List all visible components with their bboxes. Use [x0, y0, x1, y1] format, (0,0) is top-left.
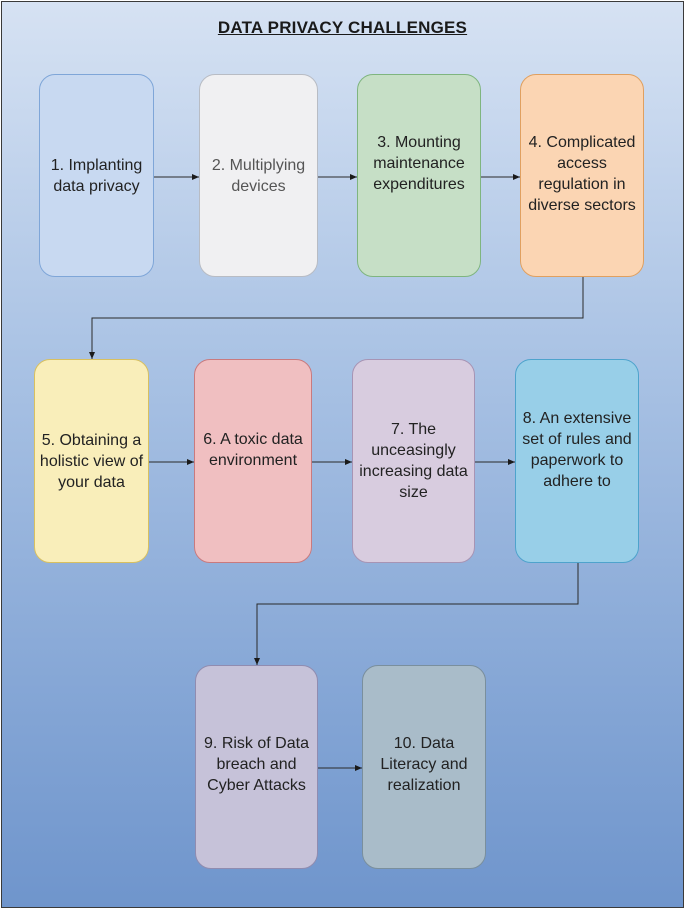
step-10-label: 10. Data Literacy and realization [380, 734, 468, 794]
diagram-title: DATA PRIVACY CHALLENGES [217, 18, 468, 37]
step-6-box: 6. A toxic data environment [194, 359, 312, 563]
step-5-box: 5. Obtaining a holistic view of your dat… [34, 359, 149, 563]
step-4-label: 4. Complicated access regulation in dive… [528, 133, 636, 214]
step-3-label: 3. Mounting maintenance expenditures [373, 134, 465, 193]
step-9-box: 9. Risk of Data breach and Cyber Attacks [195, 665, 318, 869]
step-6-label: 6. A toxic data environment [203, 431, 303, 469]
arrow-4-to-5 [89, 277, 584, 359]
step-7-label: 7. The unceasingly increasing data size [359, 421, 468, 501]
step-1-box: 1. Implanting data privacy [39, 74, 154, 277]
step-7-box: 7. The unceasingly increasing data size [352, 359, 475, 563]
step-3-box: 3. Mounting maintenance expenditures [357, 74, 481, 277]
step-1-label: 1. Implanting data privacy [50, 156, 143, 195]
step-9-label: 9. Risk of Data breach and Cyber Attacks [204, 734, 309, 794]
step-4-box: 4. Complicated access regulation in dive… [520, 74, 644, 277]
step-8-box: 8. An extensive set of rules and paperwo… [515, 359, 639, 563]
arrow-8-to-9 [254, 563, 579, 665]
step-8-label: 8. An extensive set of rules and paperwo… [522, 410, 632, 490]
step-2-box: 2. Multiplying devices [199, 74, 318, 277]
step-10-box: 10. Data Literacy and realization [362, 665, 486, 869]
step-2-label: 2. Multiplying devices [211, 156, 306, 195]
step-5-label: 5. Obtaining a holistic view of your dat… [39, 431, 144, 491]
